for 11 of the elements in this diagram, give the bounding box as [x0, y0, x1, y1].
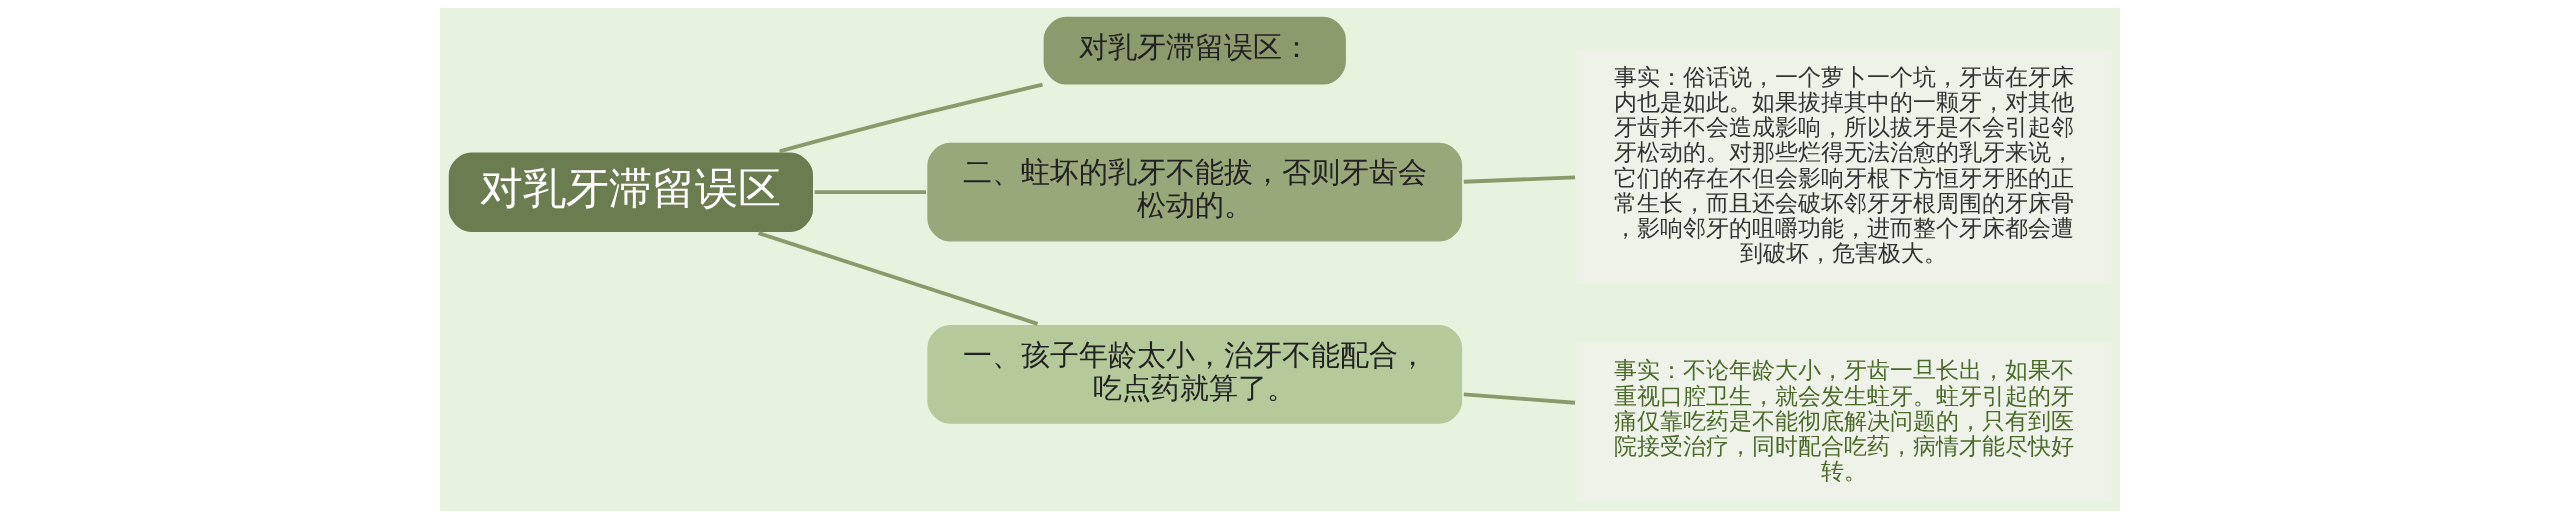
connector: [779, 82, 1043, 154]
node-box: 对乳牙滞留误区：: [1041, 14, 1348, 87]
node-box: 二、蛀坏的乳牙不能拔，否则牙齿会松动的。: [925, 140, 1465, 244]
connector: [1463, 392, 1576, 405]
connector: [1463, 175, 1576, 184]
connector: [757, 231, 1039, 326]
node-box: 对乳牙滞留误区: [446, 150, 815, 234]
connector: [814, 190, 926, 195]
node-box: 一、孩子年龄太小，治牙不能配合，吃点药就算了。: [925, 322, 1465, 426]
node-box: 事实：俗话说，一个萝卜一个坑，牙齿在牙床内也是如此。如果拔掉其中的一颗牙，对其他牙齿并不会造成影响，所以拔牙是不会引起邻牙松动的。对那些烂得无法治愈的乳牙来说，它们的存在不但会影响牙根下方恒牙牙胚的正常生长，而且还会破坏邻牙牙根周围的牙床骨，影响邻牙的咀嚼功能，进而整个牙床都会遭到破坏，危害极大。: [1574, 47, 2114, 287]
node-box: 事实：不论年龄大小，牙齿一旦长出，如果不重视口腔卫生，就会发生蛀牙。蛀牙引起的牙痛仅靠吃药是不能彻底解决问题的，只有到医院接受治疗，同时配合吃药，病情才能尽快好转。: [1574, 341, 2114, 505]
